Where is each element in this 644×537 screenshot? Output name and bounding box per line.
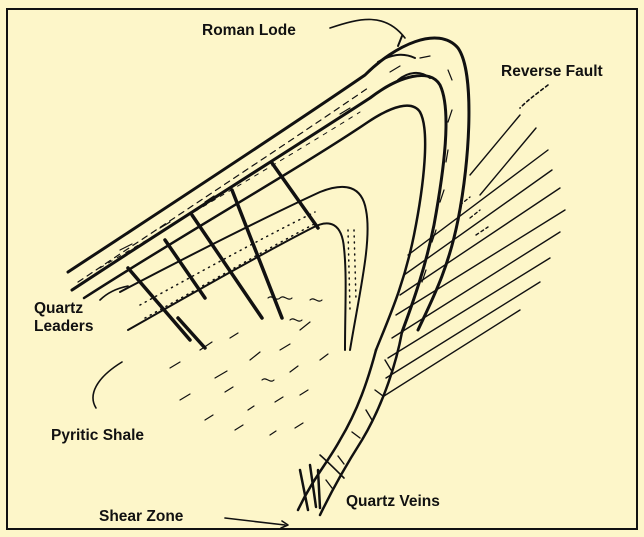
- reverse-fault-zone: [384, 115, 565, 396]
- shear-zone-label: Shear Zone: [99, 508, 183, 526]
- quartz-leaders-pointer: [100, 286, 128, 300]
- pyritic-shale-pointer: [93, 362, 122, 408]
- quartz-leaders-label-line1: Quartz: [34, 300, 93, 318]
- label-leader-lines: [93, 19, 548, 528]
- reverse-fault-pointer: [520, 85, 548, 108]
- roman-lode-label: Roman Lode: [202, 22, 296, 40]
- quartz-leaders-label: Quartz Leaders: [34, 300, 93, 336]
- shear-zone-pointer: [225, 518, 285, 525]
- pyritic-shale-layer: [170, 297, 328, 435]
- quartz-veins-label: Quartz Veins: [346, 493, 440, 511]
- shear-zone: [298, 332, 402, 515]
- roman-lode-pointer: [330, 19, 405, 38]
- quartz-leaders-layer: [120, 187, 368, 350]
- quartz-leaders-label-line2: Leaders: [34, 318, 93, 336]
- pyritic-shale-label: Pyritic Shale: [51, 427, 144, 445]
- reverse-fault-label: Reverse Fault: [501, 63, 603, 81]
